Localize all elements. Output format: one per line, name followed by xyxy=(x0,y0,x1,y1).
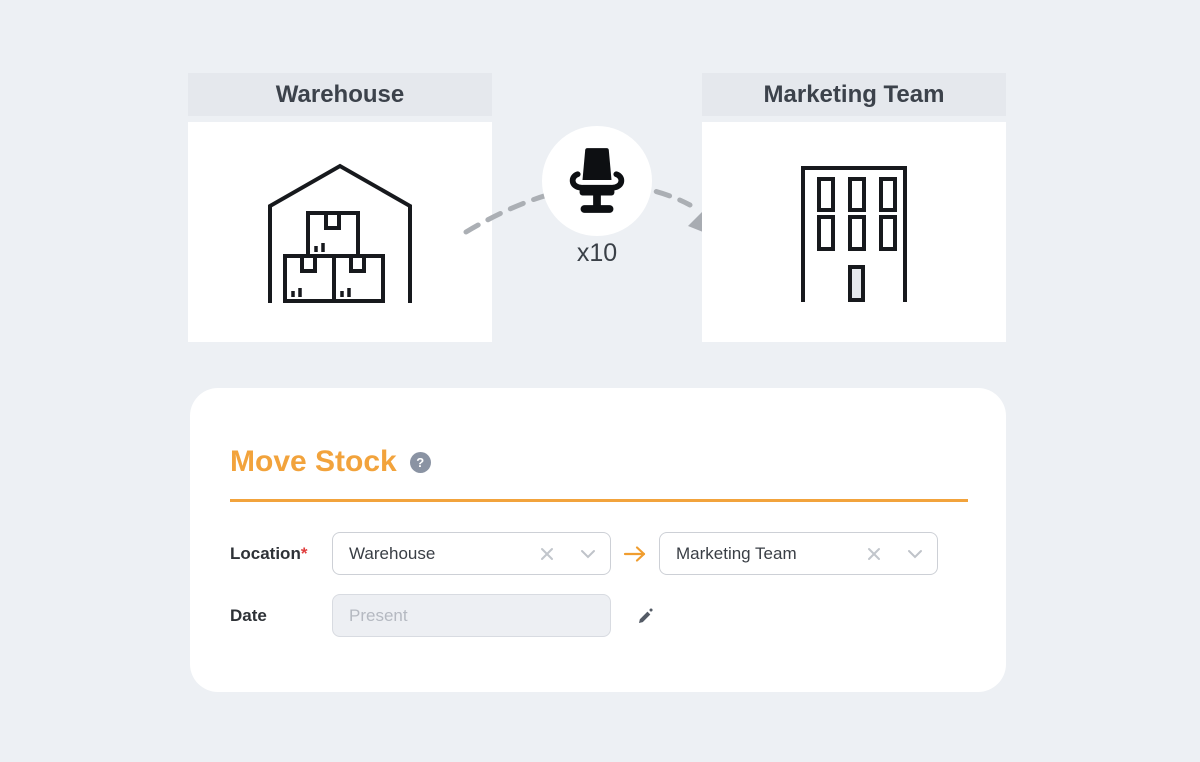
page-title: Move Stock xyxy=(230,445,397,478)
panel-title-row: Move Stock ? xyxy=(230,445,431,479)
source-card-title: Warehouse xyxy=(275,80,405,108)
help-icon[interactable]: ? xyxy=(409,451,431,473)
chevron-down-icon[interactable] xyxy=(580,549,596,559)
target-card-body xyxy=(702,122,1006,342)
clear-icon[interactable] xyxy=(867,547,881,561)
target-card: Marketing Team xyxy=(702,73,1006,342)
transfer-item-badge xyxy=(542,126,652,236)
date-row: Date xyxy=(230,594,655,637)
move-stock-panel: Move Stock ? Location* Warehouse xyxy=(190,388,1006,692)
required-asterisk: * xyxy=(300,543,308,563)
office-building-icon xyxy=(801,166,907,302)
date-input xyxy=(332,594,611,637)
edit-pencil-icon[interactable] xyxy=(637,607,655,625)
date-label: Date xyxy=(230,605,267,625)
source-card-body xyxy=(188,122,492,342)
clear-icon[interactable] xyxy=(540,547,554,561)
location-from-select[interactable]: Warehouse xyxy=(332,532,611,575)
chevron-down-icon[interactable] xyxy=(907,549,923,559)
source-card: Warehouse xyxy=(188,73,492,342)
location-label: Location* xyxy=(230,543,308,563)
title-underline xyxy=(230,499,968,502)
location-to-select[interactable]: Marketing Team xyxy=(659,532,938,575)
source-card-header: Warehouse xyxy=(188,73,492,116)
right-arrow-icon xyxy=(623,545,647,563)
location-row: Location* Warehouse xyxy=(230,532,938,575)
warehouse-boxes-icon xyxy=(268,163,412,303)
office-chair-icon xyxy=(569,148,625,213)
target-card-header: Marketing Team xyxy=(702,73,1006,116)
location-to-value: Marketing Team xyxy=(676,543,797,563)
transfer-quantity-label: x10 xyxy=(576,239,618,267)
target-card-title: Marketing Team xyxy=(763,80,945,108)
location-from-value: Warehouse xyxy=(349,543,436,563)
